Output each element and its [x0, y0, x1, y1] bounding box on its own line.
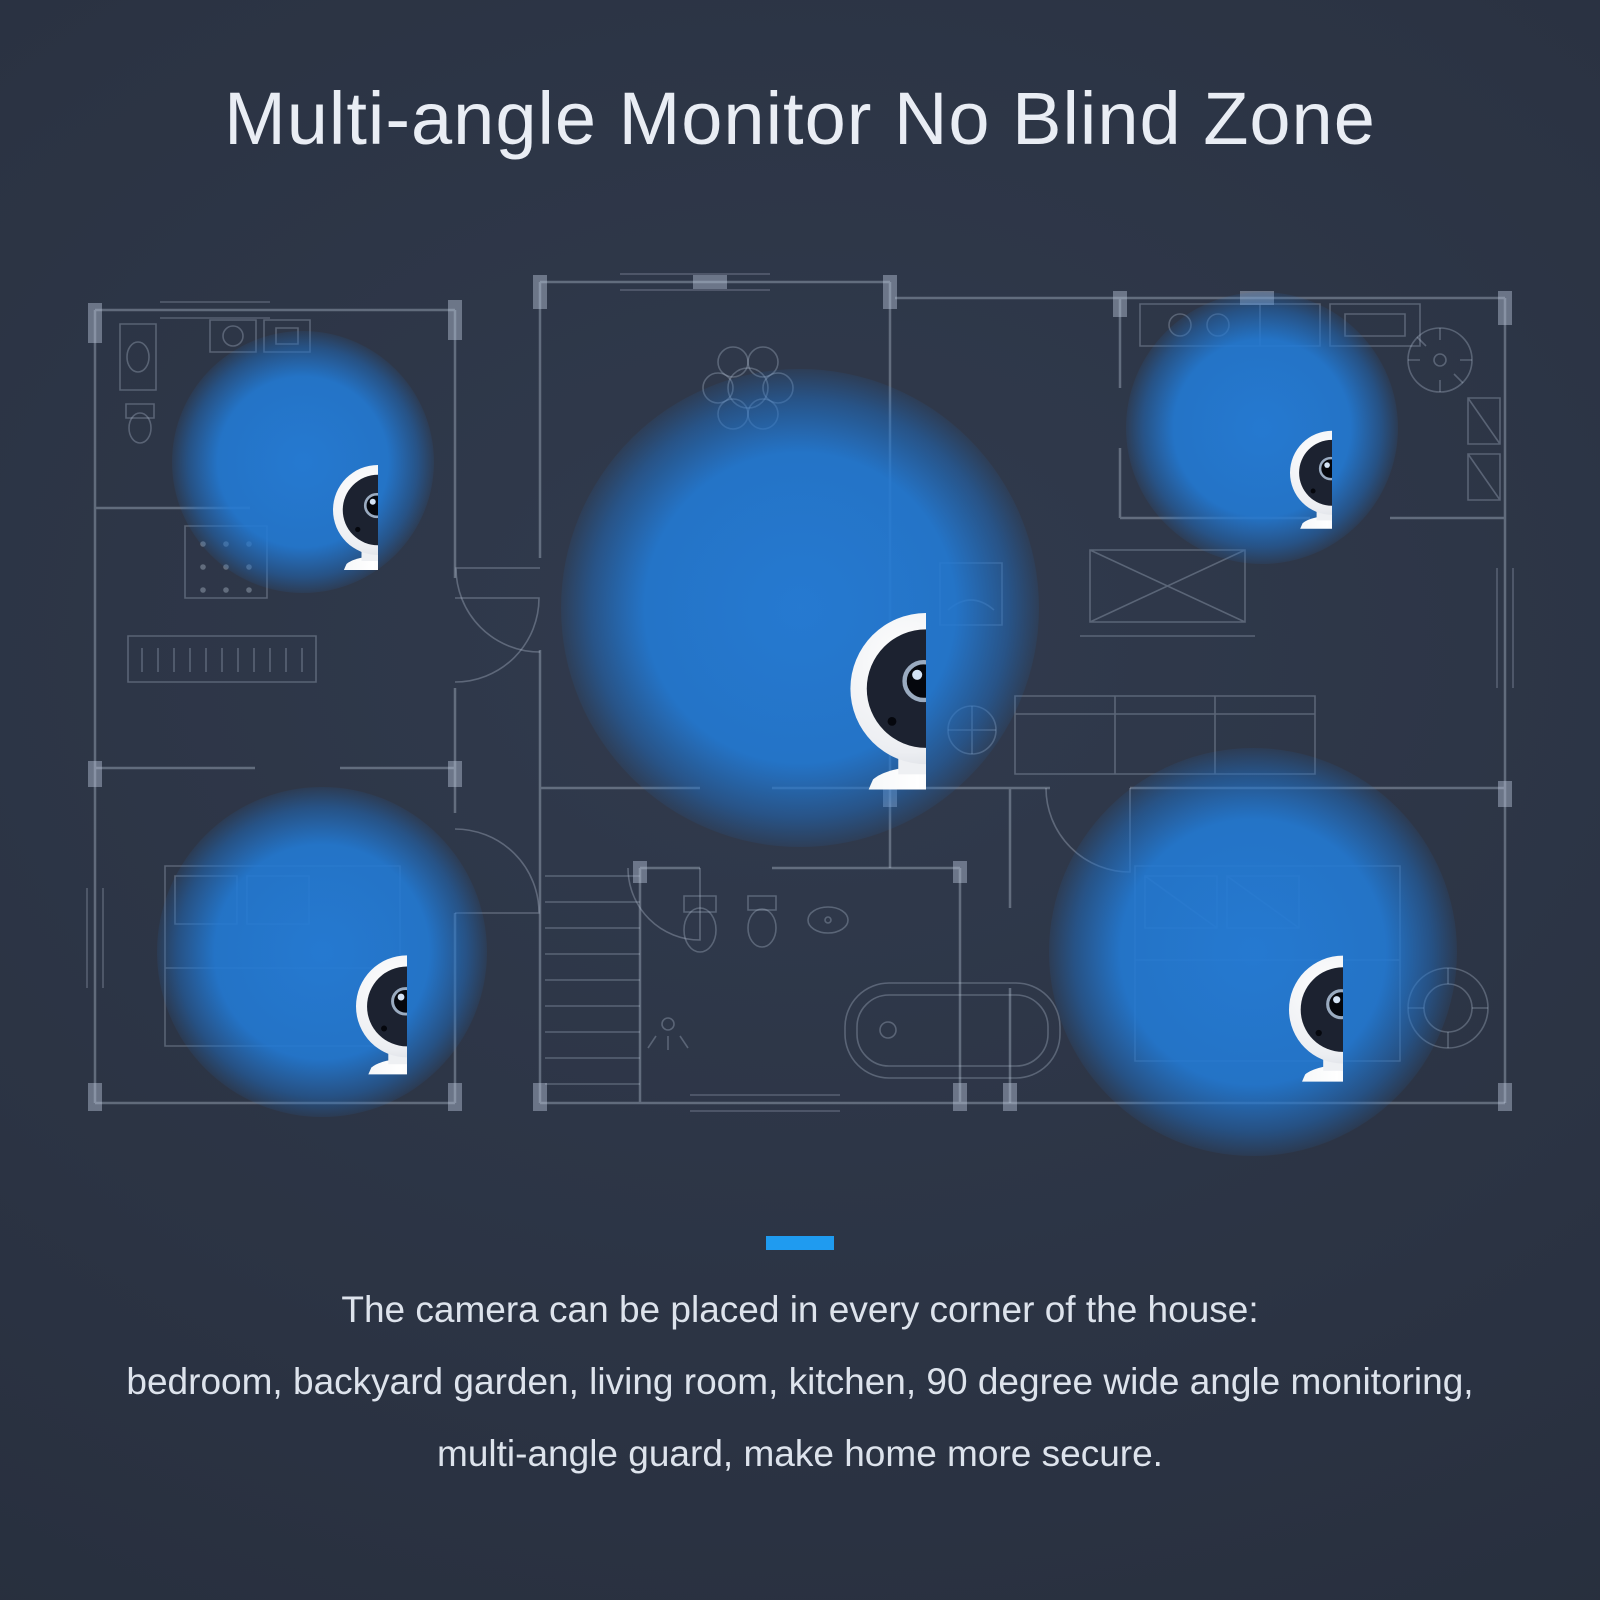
security-camera-icon — [1192, 319, 1332, 529]
coverage-glow — [1049, 748, 1457, 1156]
coverage-glow — [1126, 292, 1398, 564]
security-camera-icon — [1163, 812, 1343, 1082]
description: The camera can be placed in every corner… — [0, 1274, 1600, 1490]
description-line-1: The camera can be placed in every corner… — [341, 1289, 1259, 1330]
security-camera-icon — [674, 411, 926, 789]
description-line-3: multi-angle guard, make home more secure… — [437, 1433, 1163, 1474]
security-camera-icon — [237, 819, 407, 1074]
security-camera-icon — [228, 345, 378, 570]
coverage-glow — [172, 331, 434, 593]
page-title: Multi-angle Monitor No Blind Zone — [224, 77, 1376, 160]
house-floorplan — [0, 268, 1600, 1156]
coverage-glow — [157, 787, 487, 1117]
description-line-2: bedroom, backyard garden, living room, k… — [126, 1361, 1474, 1402]
accent-divider — [766, 1236, 834, 1250]
coverage-glow — [561, 369, 1039, 847]
